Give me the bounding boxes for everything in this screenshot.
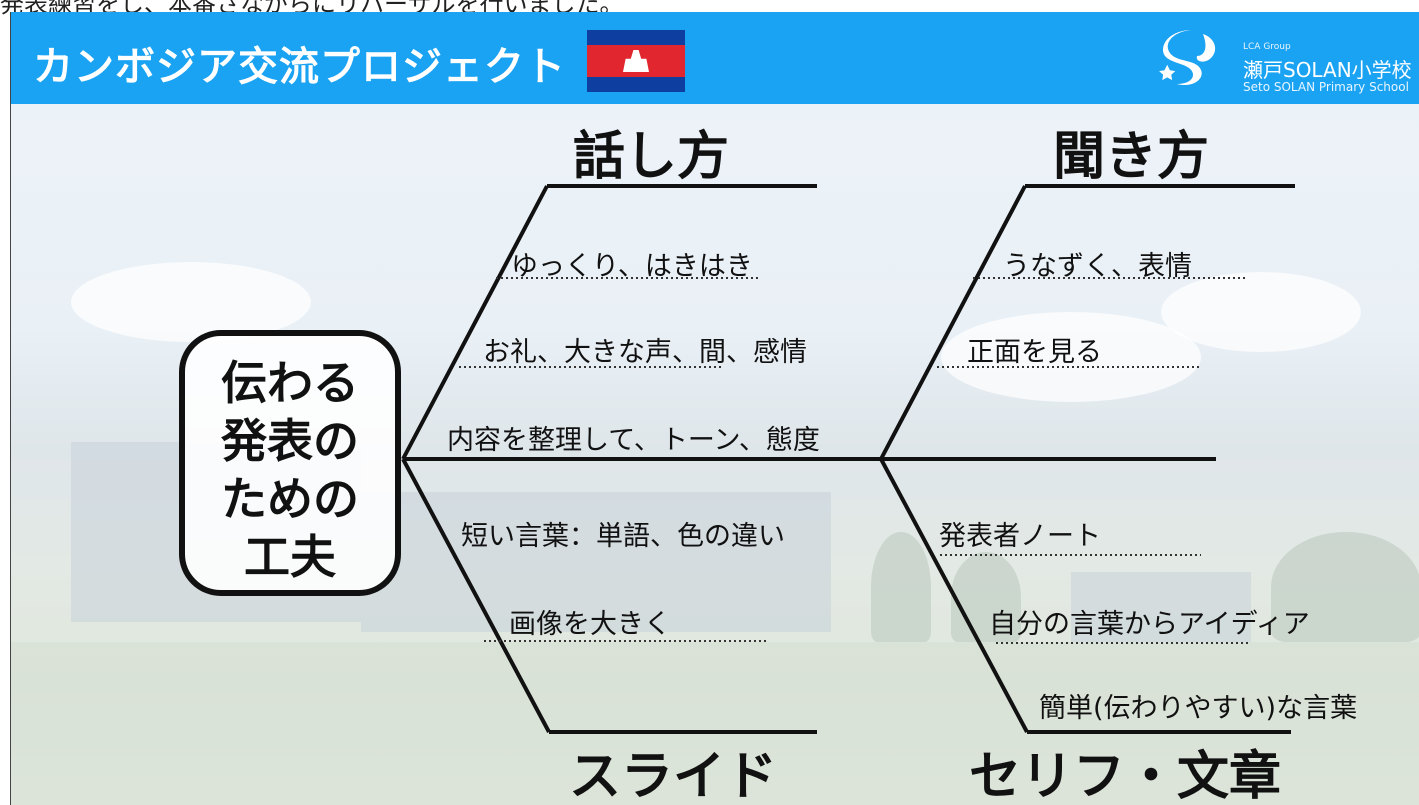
branch-listening-line — [879, 185, 1027, 460]
branch-script-line — [879, 458, 1029, 733]
header-title: カンボジア交流プロジェクト — [33, 44, 566, 90]
script-item: 簡単(伝わりやすい)な言葉 — [1039, 693, 1358, 724]
branch-slides-line — [401, 458, 551, 733]
script-item: 発表者ノート — [939, 521, 1101, 552]
speaking-item: 内容を整理して、トーン、態度 — [447, 425, 820, 456]
branch-title-script: セリフ・文章 — [969, 747, 1282, 805]
school-name-english: Seto SOLAN Primary School — [1243, 80, 1409, 94]
page-caption: 発表練習をし、本番さながらにリハーサルを行いました。 — [0, 0, 624, 18]
cambodia-flag-icon — [587, 30, 685, 92]
school-name: 瀬戸SOLAN小学校 — [1243, 58, 1412, 82]
branch-title-listening: 聞き方 — [1053, 127, 1210, 187]
branch-title-speaking: 話し方 — [573, 127, 730, 187]
speaking-item: ゆっくり、はきはき — [511, 251, 753, 282]
speaking-item: お礼、大きな声、間、感情 — [483, 337, 807, 368]
slide: カンボジア交流プロジェクト LCA Group 瀬戸SOLAN小学校 Seto … — [10, 12, 1419, 805]
script-item: 自分の言葉からアイディア — [989, 609, 1310, 640]
branch-speaking-line — [401, 185, 549, 460]
diagram-lines — [401, 184, 1295, 734]
logo-group-text: LCA Group — [1243, 42, 1291, 52]
central-topic: 伝わる 発表の ための 工夫 — [221, 356, 359, 584]
listening-item: うなずく、表情 — [1003, 251, 1192, 282]
central-topic-box: 伝わる 発表の ための 工夫 — [179, 330, 401, 596]
school-logo-icon — [1159, 30, 1216, 86]
slides-item: 画像を大きく — [509, 609, 671, 640]
listening-item: 正面を見る — [967, 337, 1102, 368]
fishbone-diagram: 話し方 聞き方 スライド セリフ・文章 ゆっくり、はきはき お礼、大きな声、間、… — [11, 12, 1419, 805]
slides-item: 短い言葉：単語、色の違い — [461, 521, 785, 552]
header-bar: カンボジア交流プロジェクト LCA Group 瀬戸SOLAN小学校 Seto … — [11, 12, 1419, 104]
branch-title-slides: スライド — [569, 747, 778, 805]
